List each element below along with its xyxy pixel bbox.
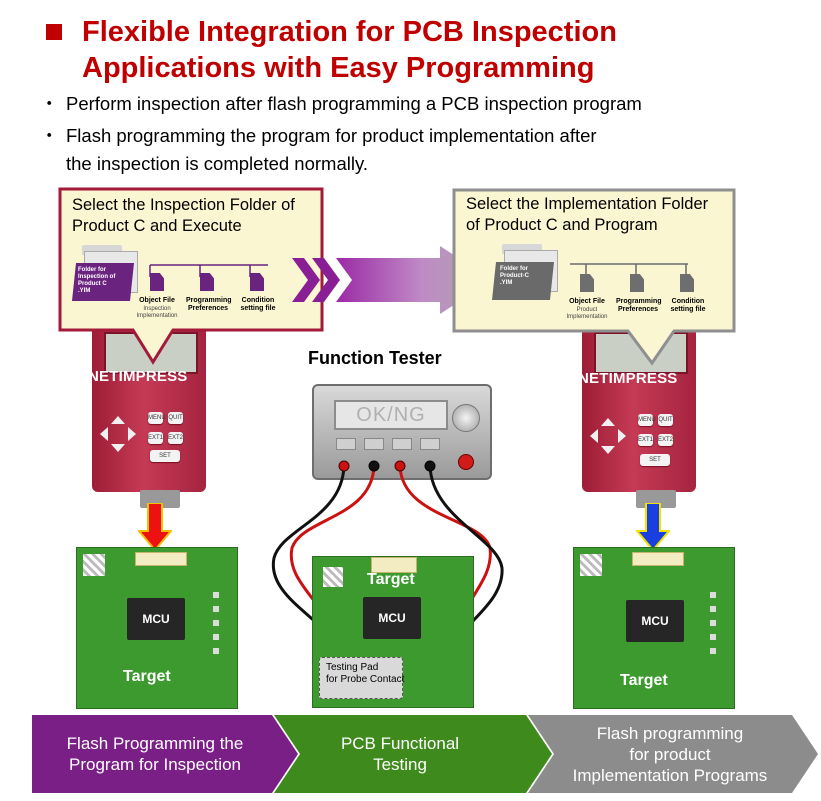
dpad-icon[interactable] [588, 416, 628, 456]
qr-code-icon [580, 554, 602, 576]
testing-pad-line-1: Testing Pad [326, 662, 379, 673]
condition-file-label: Condition setting file [240, 297, 276, 312]
mcu-label: MCU [378, 611, 406, 625]
board-connector [371, 557, 417, 573]
inspection-folder-icon[interactable]: Folder for Inspection of Product C .YIM [72, 245, 140, 303]
folder-line: Product C [78, 281, 107, 287]
board-connector [135, 552, 187, 566]
right-callout-line-2: of Product C and Program [466, 216, 658, 234]
bullet-1: ・ Perform inspection after flash program… [40, 92, 800, 116]
left-callout: Select the Inspection Folder of Product … [58, 187, 326, 367]
preferences-file-icon [630, 274, 644, 292]
board-pads [213, 592, 219, 662]
object-file-sub: Product Implementation [566, 307, 608, 320]
implementation-folder-icon[interactable]: Folder for Product-C .YIM [492, 244, 560, 302]
device-name: NETIMPRESS [88, 368, 188, 385]
tester-button[interactable] [336, 438, 356, 450]
left-callout-line-2: Product C and Execute [72, 217, 242, 235]
folder-line: Folder for [500, 266, 528, 272]
condition-file-label: Condition setting file [670, 298, 706, 313]
bullet-2-continued: the inspection is completed normally. [66, 152, 766, 176]
folder-line: Folder for [78, 267, 106, 273]
mcu-label: MCU [641, 614, 669, 628]
menu-key[interactable]: MENU [638, 414, 656, 426]
step-1-line-1: Flash Programming the [66, 734, 244, 753]
condition-file-icon [680, 274, 694, 292]
ext1-key[interactable]: EXT1 [148, 432, 163, 444]
set-key[interactable]: SET [150, 450, 180, 462]
mcu-label: MCU [142, 612, 170, 626]
folder-line: Product-C [500, 273, 529, 279]
step-3-line-1: Flash programming [596, 723, 744, 743]
step-3-line-2: for product [629, 744, 711, 764]
condition-file-icon [250, 273, 264, 291]
function-tester-title: Function Tester [308, 348, 442, 368]
testing-pad-line-2: for Probe Contact [326, 674, 405, 685]
device-name: NETIMPRESS [578, 370, 678, 387]
target-board-middle: Target MCU Testing Pad for Probe Contact [312, 556, 474, 708]
board-label: Target [620, 672, 668, 689]
tester-button[interactable] [364, 438, 384, 450]
left-callout-line-1: Select the Inspection Folder of [72, 196, 295, 214]
step-2-line-1: PCB Functional [340, 734, 460, 753]
board-pads [710, 592, 716, 662]
quit-key[interactable]: QUIT [168, 412, 183, 424]
folder-line: .YIM [78, 288, 91, 294]
mcu-chip: MCU [127, 598, 185, 640]
step-3-line-3: Implementation Programs [572, 765, 768, 785]
tester-display: OK/NG [334, 400, 448, 430]
quit-key[interactable]: QUIT [658, 414, 673, 426]
bullet-1-text: Perform inspection after flash programmi… [66, 93, 642, 114]
mcu-chip: MCU [363, 597, 421, 639]
bullet-2: ・ Flash programming the program for prod… [40, 124, 800, 148]
set-key[interactable]: SET [640, 454, 670, 466]
object-file-label: Object File [569, 298, 605, 305]
object-file-icon [580, 274, 594, 292]
object-file-label: Object File [139, 297, 175, 304]
bullet-2-text: Flash programming the program for produc… [66, 125, 597, 146]
folder-line: Inspection of [78, 274, 116, 280]
menu-key[interactable]: MENU [148, 412, 166, 424]
tester-button[interactable] [420, 438, 440, 450]
program-arrow-left [138, 503, 172, 551]
title-square-marker [46, 24, 62, 40]
preferences-file-icon [200, 273, 214, 291]
testing-pad-callout: Testing Pad for Probe Contact [319, 657, 405, 699]
right-callout-line-1: Select the Implementation Folder [466, 195, 709, 213]
ext1-key[interactable]: EXT1 [638, 434, 653, 446]
board-label: Target [367, 571, 415, 588]
qr-code-icon [323, 567, 343, 587]
target-board-left: MCU Target [76, 547, 238, 709]
preferences-file-label: Programming Preferences [616, 298, 662, 313]
right-callout: Select the Implementation Folder of Prod… [452, 188, 738, 366]
bullet-marker: ・ [40, 93, 59, 114]
preferences-file-label: Programming Preferences [186, 297, 232, 312]
bullet-marker: ・ [40, 125, 59, 146]
board-connector [632, 552, 684, 566]
netimpress-device-right: NETIMPRESS MENU QUIT EXT1 EXT2 SET [578, 320, 696, 492]
ext2-key[interactable]: EXT2 [168, 432, 183, 444]
tester-dial-icon[interactable] [452, 404, 480, 432]
ext2-key[interactable]: EXT2 [658, 434, 673, 446]
mcu-chip: MCU [626, 600, 684, 642]
tester-power-icon[interactable] [458, 454, 474, 470]
process-chevrons [32, 715, 818, 793]
program-arrow-right [636, 503, 670, 551]
step-2-line-2: Testing [373, 755, 427, 774]
target-board-right: MCU Target [573, 547, 735, 709]
object-file-icon [150, 273, 164, 291]
bullet-2-text-cont: the inspection is completed normally. [66, 153, 368, 174]
object-file-sub: Inspection Implementation [136, 306, 178, 319]
tester-button[interactable] [392, 438, 412, 450]
step-1-line-2: Program for Inspection [69, 755, 241, 774]
dpad-icon[interactable] [98, 414, 138, 454]
title-line-1: Flexible Integration for PCB Inspection [82, 16, 617, 48]
folder-line: .YIM [500, 280, 513, 286]
board-label: Target [123, 668, 171, 685]
title-line-2: Applications with Easy Programming [82, 52, 595, 84]
qr-code-icon [83, 554, 105, 576]
